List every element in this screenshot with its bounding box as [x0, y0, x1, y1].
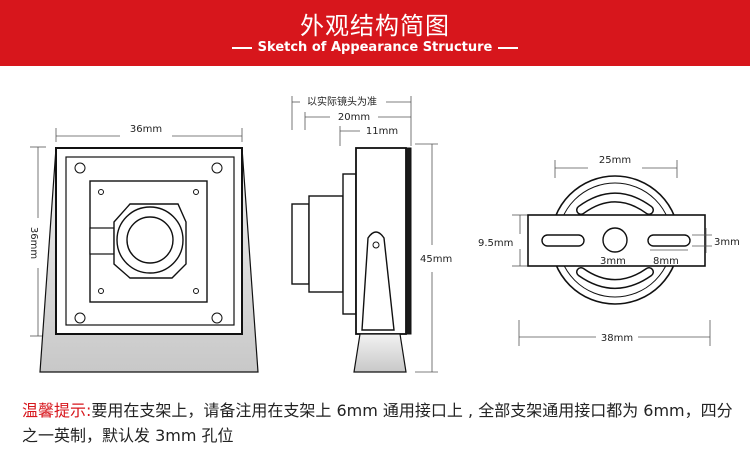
- bracket-view: 25mm 9.5mm 3mm 3mm 8mm: [478, 155, 740, 346]
- bracket-center-hole: [602, 227, 628, 253]
- slot-width-label: 3mm: [714, 237, 740, 248]
- front-lens-inner: [126, 216, 174, 264]
- bracket-left-dimension: [512, 214, 528, 267]
- banner-subtitle: Sketch of Appearance Structure: [257, 40, 493, 55]
- bracket-bottom-slot-inner: [577, 268, 653, 288]
- side-view: 以实际镜头为准 20mm 11mm 45mm: [291, 95, 452, 373]
- side-lens-barrel: [308, 195, 344, 293]
- side-height-dimension: [415, 143, 438, 373]
- front-lens-holder: [113, 203, 187, 279]
- hole-span-label: 25mm: [599, 155, 631, 166]
- bracket-top-dimension: [554, 160, 678, 178]
- bracket-slot-dimension: [650, 228, 712, 253]
- tip-lead: 温馨提示:: [22, 401, 92, 420]
- side-lens-front: [291, 203, 310, 285]
- tip-text: 要用在支架上，请备注用在支架上 6mm 通用接口上 , 全部支架通用接口都为 6…: [22, 401, 733, 445]
- bracket-plate: [527, 214, 706, 267]
- side-body-label: 11mm: [366, 126, 398, 137]
- front-screw-bottom-right: [211, 312, 223, 324]
- side-bracket-pivot: [372, 241, 380, 249]
- header-banner: 外观结构简图 Sketch of Appearance Structure: [0, 0, 750, 66]
- board-hole-tr: [193, 189, 199, 195]
- bracket-bottom-dimension: [518, 320, 711, 346]
- front-connector: [89, 227, 115, 255]
- banner-title: 外观结构简图: [300, 12, 450, 40]
- side-hole-label: 8mm: [653, 256, 679, 267]
- bracket-right-slot: [647, 234, 691, 247]
- side-depth-label: 20mm: [338, 112, 370, 123]
- front-lens-outer: [116, 206, 184, 274]
- side-height-label: 45mm: [420, 254, 452, 265]
- side-bracket-arm: [361, 231, 395, 331]
- front-width-label: 36mm: [130, 124, 162, 135]
- front-screw-top-left: [74, 162, 86, 174]
- front-housing-inner: [65, 156, 235, 326]
- structure-drawing: 36mm 36mm: [28, 95, 740, 373]
- front-screw-top-right: [211, 162, 223, 174]
- subtitle-left-rule: [231, 46, 252, 49]
- board-hole-br: [193, 288, 199, 294]
- center-hole-label: 3mm: [600, 256, 626, 267]
- board-hole-tl: [98, 189, 104, 195]
- front-width-dimension: [55, 128, 243, 142]
- side-lens-mount: [342, 173, 357, 315]
- front-view: 36mm 36mm: [28, 124, 259, 373]
- subtitle-right-rule: [498, 46, 519, 49]
- outer-width-label: 38mm: [601, 333, 633, 344]
- bracket-top-slot-inner: [577, 194, 653, 214]
- lens-note-label: 以实际镜头为准: [307, 95, 377, 108]
- board-hole-bl: [98, 288, 104, 294]
- tip-note: 温馨提示:要用在支架上，请备注用在支架上 6mm 通用接口上 , 全部支架通用接…: [22, 398, 738, 448]
- front-height-label: 36mm: [28, 227, 39, 259]
- bracket-width-label: 9.5mm: [478, 238, 513, 249]
- side-back-plate: [405, 147, 412, 335]
- banner-subtitle-wrap: Sketch of Appearance Structure: [0, 40, 750, 55]
- side-top-dimensions: [291, 96, 412, 146]
- side-base: [353, 333, 407, 373]
- front-screw-bottom-left: [74, 312, 86, 324]
- front-height-dimension: [30, 146, 46, 337]
- bracket-left-slot: [541, 234, 585, 247]
